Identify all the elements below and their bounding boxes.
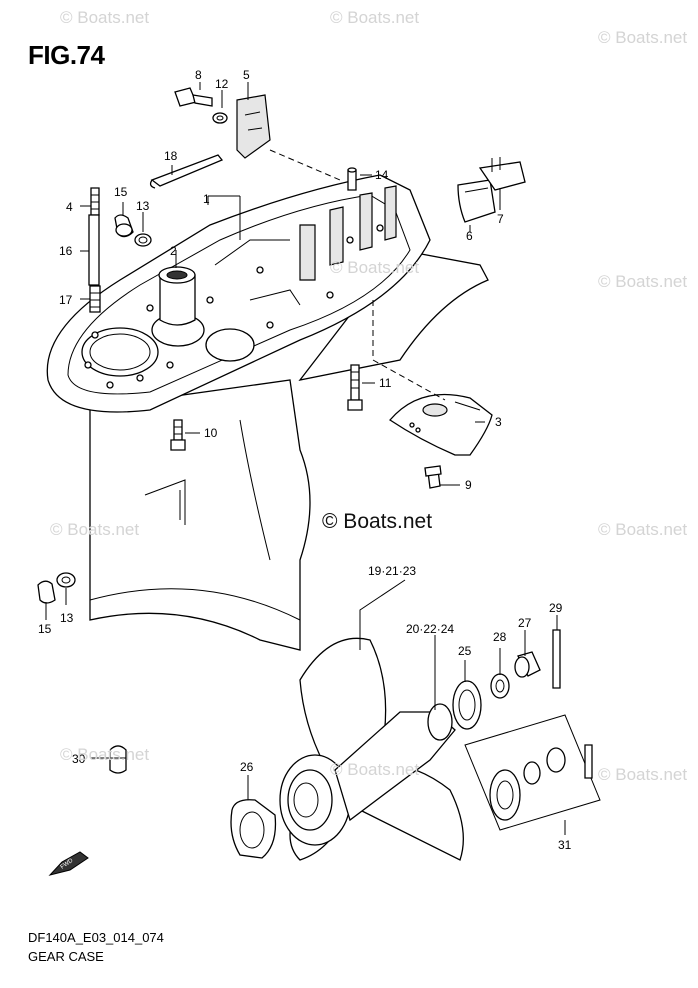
callout-28: 28 (493, 630, 507, 644)
callout-1: 1 (203, 192, 210, 206)
stud-part-17 (89, 285, 101, 313)
callout-13-lower: 13 (60, 611, 74, 625)
watermark: © Boats.net (598, 272, 688, 291)
callout-3: 3 (495, 415, 502, 429)
watermark: © Boats.net (60, 8, 150, 27)
stud-part-4 (90, 187, 100, 216)
callout-8: 8 (195, 68, 202, 82)
trim-tab-part-3 (389, 393, 493, 456)
callout-26: 26 (240, 760, 254, 774)
bolt-part-8 (174, 87, 213, 107)
diagram-code: DF140A_E03_014_074 (28, 930, 164, 945)
callout-29: 29 (549, 601, 563, 615)
bolt-part-11 (347, 364, 363, 411)
plug-part-15-lower (37, 580, 56, 604)
watermark: © Boats.net (330, 258, 420, 277)
callout-12: 12 (215, 77, 229, 91)
callout-17: 17 (59, 293, 73, 307)
gasket-part-13 (134, 233, 152, 247)
callout-30: 30 (72, 752, 86, 766)
clamp-part-18 (149, 154, 224, 189)
anode-part-5 (236, 94, 271, 159)
callout-10: 10 (204, 426, 218, 440)
watermark: © Boats.net (330, 8, 420, 27)
callout-2: 2 (170, 244, 177, 258)
gasket-part-13-lower (56, 572, 76, 588)
washer-part-28 (490, 673, 510, 699)
callout-15: 15 (114, 185, 128, 199)
bolt-part-10 (170, 419, 186, 451)
center-watermark: © Boats.net (322, 510, 433, 533)
cotter-pin-part-29 (552, 629, 561, 689)
plate-part-7 (478, 157, 526, 191)
plug-part-15 (114, 214, 134, 238)
callout-7: 7 (497, 212, 504, 226)
callout-15-lower: 15 (38, 622, 52, 636)
callout-labels: 8 12 5 18 14 6 7 4 15 13 1 2 16 17 11 3 … (38, 68, 572, 852)
callout-5: 5 (243, 68, 250, 82)
callout-18: 18 (164, 149, 178, 163)
thrust-washer-part-26 (230, 799, 277, 859)
watermark: © Boats.net (598, 765, 688, 784)
watermark: © Boats.net (330, 760, 420, 779)
fwd-arrow-icon: FWD (48, 851, 89, 876)
watermark: © Boats.net (50, 520, 140, 539)
seal-part-6 (457, 179, 496, 223)
propeller (279, 637, 464, 861)
tube-part-16 (88, 214, 100, 286)
callout-11: 11 (379, 376, 392, 390)
watermark: © Boats.net (598, 520, 688, 539)
watermark: © Boats.net (60, 745, 150, 764)
callout-14: 14 (375, 168, 389, 182)
callout-6: 6 (466, 229, 473, 243)
callout-31: 31 (558, 838, 572, 852)
spacer-part-25 (452, 680, 482, 730)
screw-part-9 (424, 465, 442, 489)
callout-19-21-23: 19·21·23 (368, 564, 416, 578)
nut-part-27 (514, 651, 541, 678)
gear-case-housing (46, 174, 489, 651)
callout-13: 13 (136, 199, 150, 213)
plug-part-30 (109, 745, 127, 774)
leader-lines (45, 82, 566, 835)
callout-4: 4 (66, 200, 73, 214)
pin-part-14 (347, 167, 357, 191)
callout-20-22-24: 20·22·24 (406, 622, 454, 636)
diagram-name: GEAR CASE (28, 949, 104, 964)
callout-25: 25 (458, 644, 472, 658)
watermark: © Boats.net (598, 28, 688, 47)
figure-title: FIG.74 (28, 40, 105, 70)
callout-27: 27 (518, 616, 532, 630)
prop-kit-part-31 (464, 714, 601, 831)
callout-9: 9 (465, 478, 472, 492)
washer-part-12 (212, 112, 228, 124)
callout-16: 16 (59, 244, 73, 258)
